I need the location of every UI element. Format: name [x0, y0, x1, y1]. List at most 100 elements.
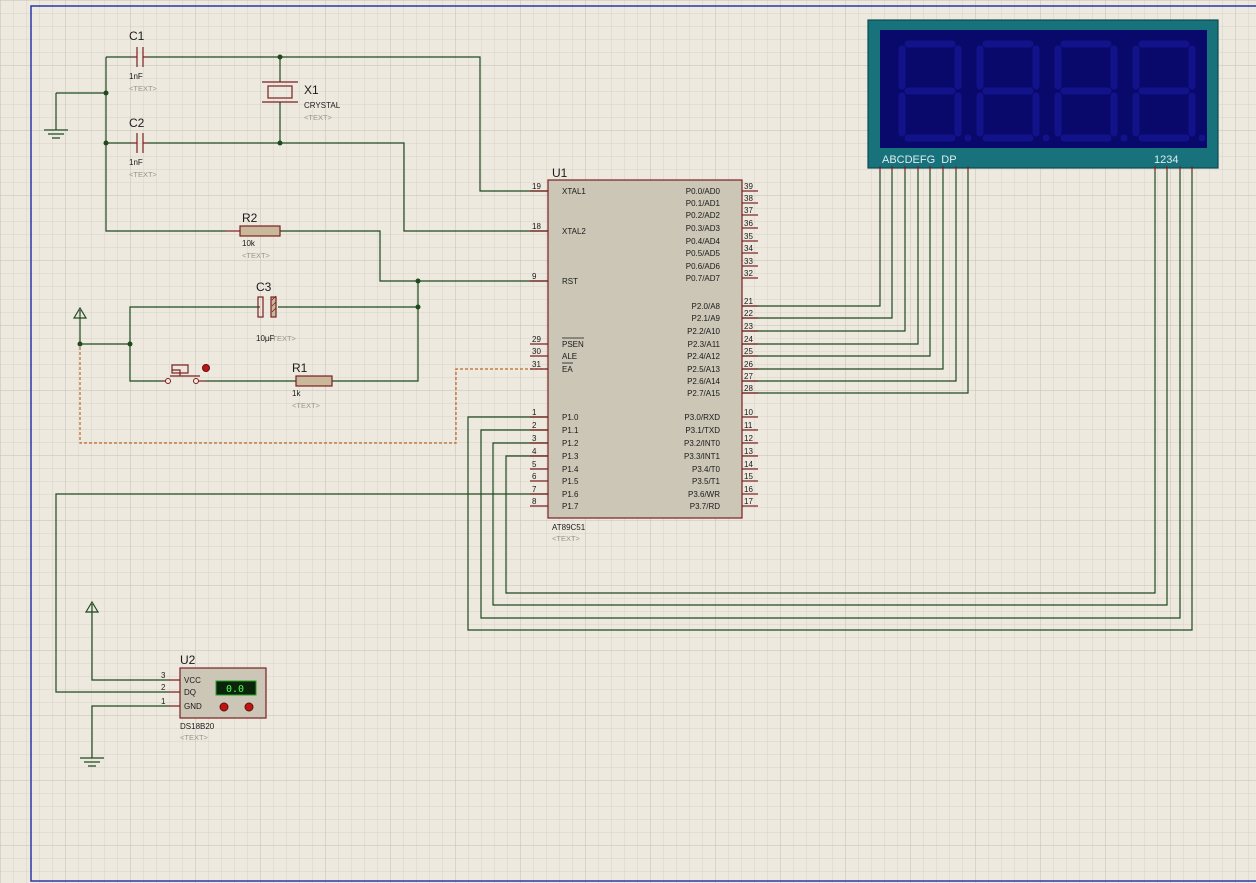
u1-pin-number: 13 [744, 447, 753, 456]
u1-pin-number: 34 [744, 244, 753, 253]
temperature-sensor-u2[interactable]: U2 DS18B20 <TEXT> 3 2 1 VCC DQ GND 0.0 [161, 653, 267, 742]
u1-pin-name: P0.1/AD1 [686, 199, 721, 208]
wires [55, 56, 1193, 758]
u1-pin-name: P2.5/A13 [687, 365, 720, 374]
u1-pin-name: P2.6/A14 [687, 377, 720, 386]
u1-pin-number: 37 [744, 206, 753, 215]
u1-pin-name: P3.4/T0 [692, 465, 721, 474]
u1-pin-name: P1.2 [562, 439, 579, 448]
u1-pin-number: 30 [532, 347, 541, 356]
resistor-r2[interactable]: R2 10k <TEXT> [226, 211, 281, 260]
u1-pin-number: 23 [744, 322, 753, 331]
push-button-switch[interactable] [162, 364, 210, 384]
u1-pin-number: 15 [744, 472, 753, 481]
u1-pin-number: 17 [744, 497, 753, 506]
u1-pin-name: P0.7/AD7 [686, 274, 721, 283]
display-segment-label: ABCDEFG DP [882, 154, 957, 166]
u1-pin-name: P1.0 [562, 413, 579, 422]
u1-text: <TEXT> [552, 534, 581, 543]
x1-value: CRYSTAL [304, 101, 341, 110]
c3-ref: C3 [256, 280, 272, 294]
capacitor-c2[interactable]: C2 1nF <TEXT> [129, 116, 158, 179]
r2-text: <TEXT> [242, 251, 271, 260]
display-digit-label: 1234 [1154, 154, 1178, 166]
r1-ref: R1 [292, 361, 308, 375]
u1-ref: U1 [552, 166, 568, 180]
display-digit [1132, 40, 1206, 142]
u1-pin-name: P2.7/A15 [687, 389, 720, 398]
u1-pin-name: P3.5/T1 [692, 477, 721, 486]
u1-pin-number: 39 [744, 182, 753, 191]
u1-pin-number: 10 [744, 408, 753, 417]
u1-pin-number: 38 [744, 194, 753, 203]
capacitor-c1[interactable]: C1 1nF <TEXT> [129, 29, 158, 93]
u1-pin-name: P1.6 [562, 490, 579, 499]
u1-pin-name: P2.3/A11 [688, 340, 721, 349]
u2-ref: U2 [180, 653, 196, 667]
u1-pin-number: 1 [532, 408, 537, 417]
u1-pin-number: 19 [532, 182, 541, 191]
u1-pin-number: 2 [532, 421, 537, 430]
u1-pin-name: P0.4/AD4 [686, 237, 721, 246]
power-terminal-symbol [72, 306, 88, 320]
u2-pin-num: 3 [161, 671, 166, 680]
u1-pin-number: 24 [744, 335, 753, 344]
u2-part: DS18B20 [180, 722, 215, 731]
u2-readout: 0.0 [226, 684, 244, 695]
u1-pin-number: 11 [744, 421, 753, 430]
crystal-x1[interactable]: X1 CRYSTAL <TEXT> [262, 81, 341, 122]
u2-readout-panel [215, 680, 257, 696]
u1-pin-number: 8 [532, 497, 537, 506]
u2-adjust-buttons[interactable] [219, 702, 254, 712]
u1-left-pins: 19XTAL118XTAL29RST29PSEN30ALE31EA1P1.02P… [530, 182, 586, 511]
microcontroller-u1[interactable]: U1 AT89C51 <TEXT> 19XTAL118XTAL29RST29PS… [530, 166, 758, 543]
c1-text: <TEXT> [129, 84, 158, 93]
u1-pin-name: P0.5/AD5 [686, 249, 721, 258]
x1-ref: X1 [304, 83, 319, 97]
c3-text: <TEXT> [268, 334, 297, 343]
u1-pin-name: EA [562, 365, 573, 374]
u1-pin-name: P1.1 [562, 426, 579, 435]
u1-pin-name: P2.0/A8 [692, 302, 721, 311]
u1-pin-number: 6 [532, 472, 537, 481]
u1-pin-name: P1.4 [562, 465, 579, 474]
u1-pin-number: 7 [532, 485, 537, 494]
u1-pin-number: 22 [744, 309, 753, 318]
u1-pin-number: 21 [744, 297, 753, 306]
u2-pin-name: VCC [184, 676, 201, 685]
u1-pin-name: XTAL2 [562, 227, 586, 236]
display-digit [976, 40, 1050, 142]
u1-pin-number: 4 [532, 447, 537, 456]
u1-pin-number: 32 [744, 269, 753, 278]
u1-right-pins: 39P0.0/AD038P0.1/AD137P0.2/AD236P0.3/AD3… [684, 182, 758, 511]
u1-pin-name: P1.5 [562, 477, 579, 486]
u1-pin-number: 26 [744, 360, 753, 369]
c1-ref: C1 [129, 29, 145, 43]
u1-pin-number: 3 [532, 434, 537, 443]
sheet-border [30, 5, 1256, 882]
capacitor-c3[interactable]: C3 10µF <TEXT> [256, 280, 297, 343]
u1-pin-number: 12 [744, 434, 753, 443]
resistor-r1[interactable]: R1 1k <TEXT> [292, 361, 333, 410]
u1-pin-name: P3.3/INT1 [684, 452, 721, 461]
seven-segment-display[interactable]: ABCDEFG DP 1234 [867, 19, 1219, 172]
u1-pin-name: P2.4/A12 [687, 352, 720, 361]
u1-pin-number: 18 [532, 222, 541, 231]
display-digits [898, 40, 1206, 142]
r1-value: 1k [292, 389, 301, 398]
u2-pin-num: 2 [161, 683, 166, 692]
u1-pin-name: P3.0/RXD [684, 413, 720, 422]
u1-pin-name: P0.3/AD3 [686, 224, 721, 233]
u1-pin-name: XTAL1 [562, 187, 586, 196]
junctions [77, 54, 421, 347]
u2-pin-name: DQ [184, 688, 196, 697]
u1-pin-number: 33 [744, 257, 753, 266]
u1-pin-number: 31 [532, 360, 541, 369]
u1-part: AT89C51 [552, 523, 586, 532]
u1-pin-name: RST [562, 277, 578, 286]
u1-pin-number: 16 [744, 485, 753, 494]
u1-pin-number: 5 [532, 460, 537, 469]
u1-pin-name: P2.1/A9 [692, 314, 721, 323]
display-digit [898, 40, 972, 142]
